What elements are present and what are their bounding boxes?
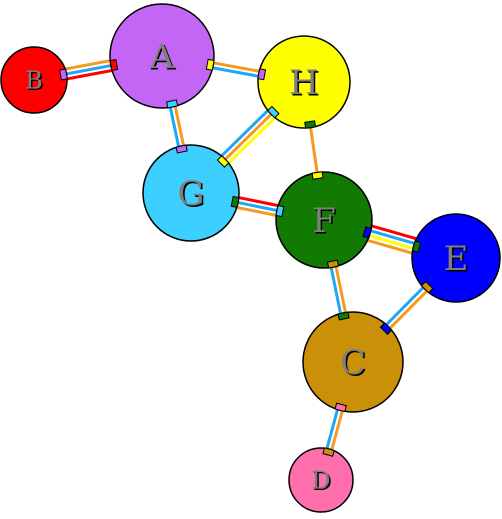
port-D-C <box>322 447 335 457</box>
port-G-A <box>175 144 188 154</box>
node-D[interactable]: DD <box>288 447 354 513</box>
port-E-C <box>420 280 434 294</box>
node-label-shadow: D <box>313 468 332 496</box>
node-circle <box>0 46 68 114</box>
port-C-E <box>379 322 393 335</box>
node-label: G <box>177 174 204 214</box>
node-label-shadow: E <box>445 241 470 281</box>
port-C-D <box>334 402 347 413</box>
node-label: B <box>25 67 43 95</box>
node-label: A <box>149 37 175 77</box>
node-label: C <box>340 343 366 383</box>
port-F-E <box>362 226 373 239</box>
port-G-H <box>216 155 230 168</box>
port-H-A <box>257 68 267 81</box>
port-H-F <box>304 120 317 129</box>
edges-layer <box>32 49 459 482</box>
node-circle <box>411 213 501 303</box>
port-H-G <box>266 105 280 119</box>
node-H[interactable]: HH <box>257 35 351 129</box>
node-label-shadow: C <box>341 345 367 385</box>
node-label: D <box>311 467 330 495</box>
port-F-H <box>311 171 324 180</box>
node-circle <box>109 3 215 109</box>
node-A[interactable]: AA <box>109 3 215 109</box>
node-B[interactable]: BB <box>0 46 68 114</box>
node-F[interactable]: FF <box>275 171 373 269</box>
node-circle <box>142 144 240 242</box>
port-A-H <box>205 58 215 71</box>
node-label: E <box>444 239 469 279</box>
node-label-shadow: G <box>179 176 206 216</box>
port-A-G <box>166 99 179 109</box>
port-G-F <box>230 195 240 209</box>
port-A-B <box>109 58 119 72</box>
node-circle <box>257 35 351 129</box>
port-C-F <box>337 311 350 321</box>
node-label-shadow: A <box>150 39 176 79</box>
node-C[interactable]: CC <box>302 311 404 413</box>
port-E-F <box>411 240 422 253</box>
port-B-A <box>59 68 68 81</box>
node-label-shadow: F <box>314 203 338 243</box>
node-circle <box>288 447 354 513</box>
node-label-shadow: H <box>291 65 321 105</box>
port-F-C <box>326 259 340 269</box>
node-label-shadow: B <box>27 68 45 96</box>
port-F-G <box>275 204 285 218</box>
node-circle <box>275 171 373 269</box>
node-G[interactable]: GG <box>142 144 240 242</box>
node-E[interactable]: EE <box>411 213 501 303</box>
node-label: F <box>312 201 336 241</box>
node-circle <box>302 311 404 413</box>
node-label: H <box>289 63 319 103</box>
